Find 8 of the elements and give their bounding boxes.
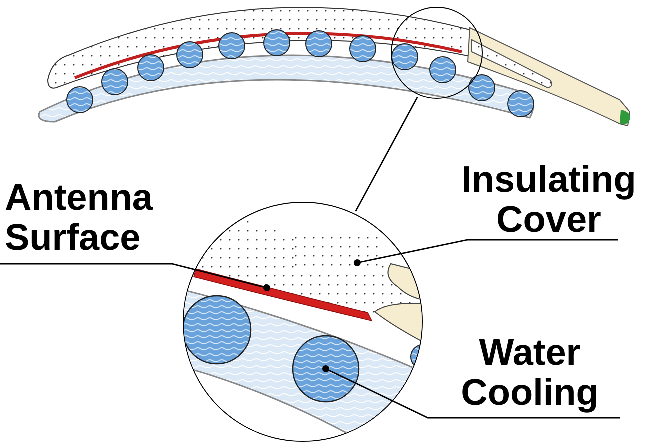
leader-line — [354, 239, 618, 266]
leader-line — [0, 263, 270, 292]
leader-line — [322, 366, 620, 419]
part-label: Antenna Surface — [5, 178, 175, 258]
part-label: Insulating Cover — [450, 160, 648, 240]
zoom-circle — [391, 7, 483, 99]
connector-line — [355, 96, 418, 212]
part-label: Water Cooling — [440, 333, 620, 413]
